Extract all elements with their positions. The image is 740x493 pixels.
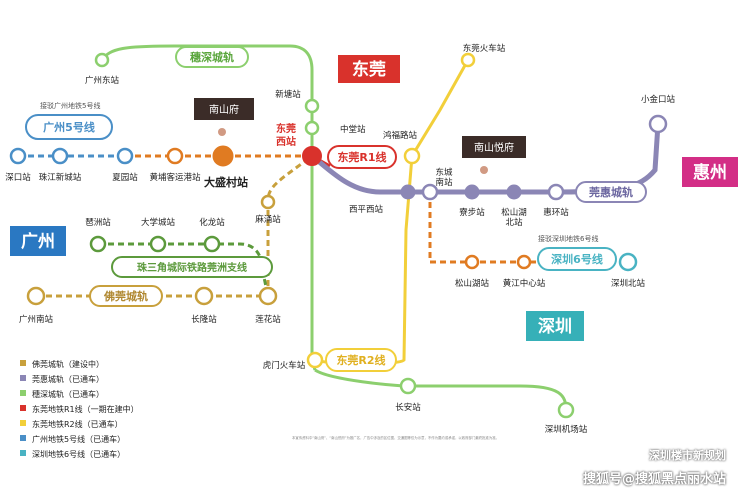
svg-text:长安站: 长安站	[395, 402, 421, 413]
svg-text:松山湖站: 松山湖站	[455, 278, 490, 289]
line-pill-pearl: 珠三角城际铁路莞洲支线	[111, 256, 273, 278]
svg-text:南山府: 南山府	[209, 103, 239, 116]
svg-text:惠环站: 惠环站	[543, 207, 569, 218]
svg-text:大学城站: 大学城站	[141, 217, 176, 228]
estate-nanshanfu: 南山府	[194, 98, 254, 136]
svg-text:广州地铁5号线（已通车）: 广州地铁5号线（已通车）	[32, 434, 125, 444]
svg-text:广州南站: 广州南站	[19, 314, 54, 325]
stations	[9, 52, 668, 419]
svg-text:西平西站: 西平西站	[349, 204, 384, 215]
svg-text:小金口站: 小金口站	[641, 94, 676, 105]
svg-text:深口站: 深口站	[5, 172, 31, 183]
station-labels: 广州东站 新塘站 中堂站 东莞 西站 东莞火车站 小金口站 鸿福路站 东城 南站…	[5, 43, 675, 435]
line-r2	[314, 59, 470, 366]
svg-text:松山湖: 松山湖	[501, 207, 527, 218]
svg-text:广州5号线: 广州5号线	[43, 120, 95, 134]
svg-text:东莞: 东莞	[276, 122, 296, 135]
svg-text:东莞R2线: 东莞R2线	[336, 353, 385, 367]
svg-text:东莞地铁R1线（一期在建中）: 东莞地铁R1线（一期在建中）	[32, 404, 139, 414]
svg-text:琶洲站: 琶洲站	[85, 217, 111, 228]
legend-item: 穗深城轨（已通车）	[20, 389, 104, 399]
svg-text:东莞地铁R2线（已通车）: 东莞地铁R2线（已通车）	[32, 419, 123, 429]
svg-text:黄江中心站: 黄江中心站	[503, 278, 546, 289]
svg-text:深圳地铁6号线（已通车）: 深圳地铁6号线（已通车）	[32, 449, 125, 459]
line-pearl-delta	[98, 242, 270, 297]
svg-text:接驳深圳地铁6号线: 接驳深圳地铁6号线	[538, 234, 598, 243]
city-dongguan: 东莞	[338, 55, 400, 83]
line-pill-guanhui: 莞惠城轨	[575, 181, 647, 203]
city-shenzhen: 深圳	[526, 311, 584, 341]
svg-text:麻涌站: 麻涌站	[255, 214, 281, 225]
legend-item: 莞惠城轨（已通车）	[20, 374, 104, 384]
legend-item: 佛莞城轨（建设中）	[20, 359, 104, 369]
line-pill-shenzhen6: 接驳深圳地铁6号线 深圳6号线	[537, 234, 617, 271]
svg-text:夏园站: 夏园站	[112, 172, 138, 183]
svg-text:北站: 北站	[505, 217, 523, 228]
svg-text:佛莞城轨（建设中）: 佛莞城轨（建设中）	[32, 359, 104, 369]
svg-text:新塘站: 新塘站	[275, 89, 301, 100]
svg-text:广州: 广州	[21, 231, 55, 252]
svg-text:东莞火车站: 东莞火车站	[463, 43, 506, 54]
estate-nanshanyuefu: 南山悦府	[462, 136, 526, 174]
watermark-small: 深圳楼市新规划	[649, 449, 726, 462]
svg-text:穗深城轨: 穗深城轨	[190, 50, 234, 64]
svg-text:深圳北站: 深圳北站	[611, 278, 646, 289]
svg-text:接驳广州地铁5号线: 接驳广州地铁5号线	[40, 101, 100, 110]
svg-text:虎门火车站: 虎门火车站	[263, 360, 306, 371]
legend: 佛莞城轨（建设中） 莞惠城轨（已通车） 穗深城轨（已通车） 东莞地铁R1线（一期…	[20, 359, 139, 459]
svg-text:寮步站: 寮步站	[459, 207, 485, 218]
watermark: 搜狐号@搜狐黑点丽水站	[582, 472, 726, 487]
svg-text:穗深城轨（已通车）: 穗深城轨（已通车）	[32, 389, 104, 399]
svg-text:化龙站: 化龙站	[199, 217, 225, 228]
line-pill-foguan: 佛莞城轨	[89, 285, 163, 307]
svg-text:珠江新城站: 珠江新城站	[39, 172, 82, 183]
svg-text:东莞R1线: 东莞R1线	[337, 150, 386, 164]
svg-text:黄埔客运港站: 黄埔客运港站	[149, 172, 201, 183]
svg-text:中堂站: 中堂站	[340, 124, 366, 135]
svg-text:东莞: 东莞	[352, 59, 386, 80]
svg-text:西站: 西站	[276, 135, 296, 148]
svg-text:深圳6号线: 深圳6号线	[551, 252, 603, 266]
svg-text:大盛村站: 大盛村站	[204, 175, 248, 189]
city-huizhou: 惠州	[682, 157, 738, 187]
city-guangzhou: 广州	[10, 226, 66, 256]
svg-text:南站: 南站	[435, 177, 453, 188]
svg-text:东城: 东城	[435, 167, 453, 178]
line-pill-guangzhou5: 接驳广州地铁5号线 广州5号线	[25, 101, 113, 140]
svg-text:莞惠城轨（已通车）: 莞惠城轨（已通车）	[32, 374, 104, 384]
svg-text:深圳: 深圳	[538, 316, 572, 337]
svg-text:惠州: 惠州	[693, 162, 727, 183]
disclaimer: 本宣传资料中“南山府”、“南山悦府”为推广名，广告中涉及的区位图、交通图等仅为示…	[292, 436, 500, 440]
svg-text:珠三角城际铁路莞洲支线: 珠三角城际铁路莞洲支线	[137, 261, 247, 274]
legend-item: 广州地铁5号线（已通车）	[20, 434, 125, 444]
svg-text:佛莞城轨: 佛莞城轨	[103, 289, 148, 303]
svg-text:莲花站: 莲花站	[255, 314, 281, 325]
legend-item: 东莞地铁R2线（已通车）	[20, 419, 123, 429]
line-pill-r2: 东莞R2线	[325, 348, 397, 372]
legend-item: 深圳地铁6号线（已通车）	[20, 449, 125, 459]
svg-text:长隆站: 长隆站	[191, 314, 217, 325]
svg-text:南山悦府: 南山悦府	[474, 141, 514, 154]
line-pill-suishen: 穗深城轨	[175, 46, 249, 68]
svg-text:莞惠城轨: 莞惠城轨	[588, 185, 633, 199]
svg-text:广州东站: 广州东站	[85, 75, 120, 86]
svg-text:深圳机场站: 深圳机场站	[545, 424, 588, 435]
svg-text:鸿福路站: 鸿福路站	[383, 130, 418, 141]
legend-item: 东莞地铁R1线（一期在建中）	[20, 404, 139, 414]
line-pill-r1: 东莞R1线	[327, 145, 397, 169]
